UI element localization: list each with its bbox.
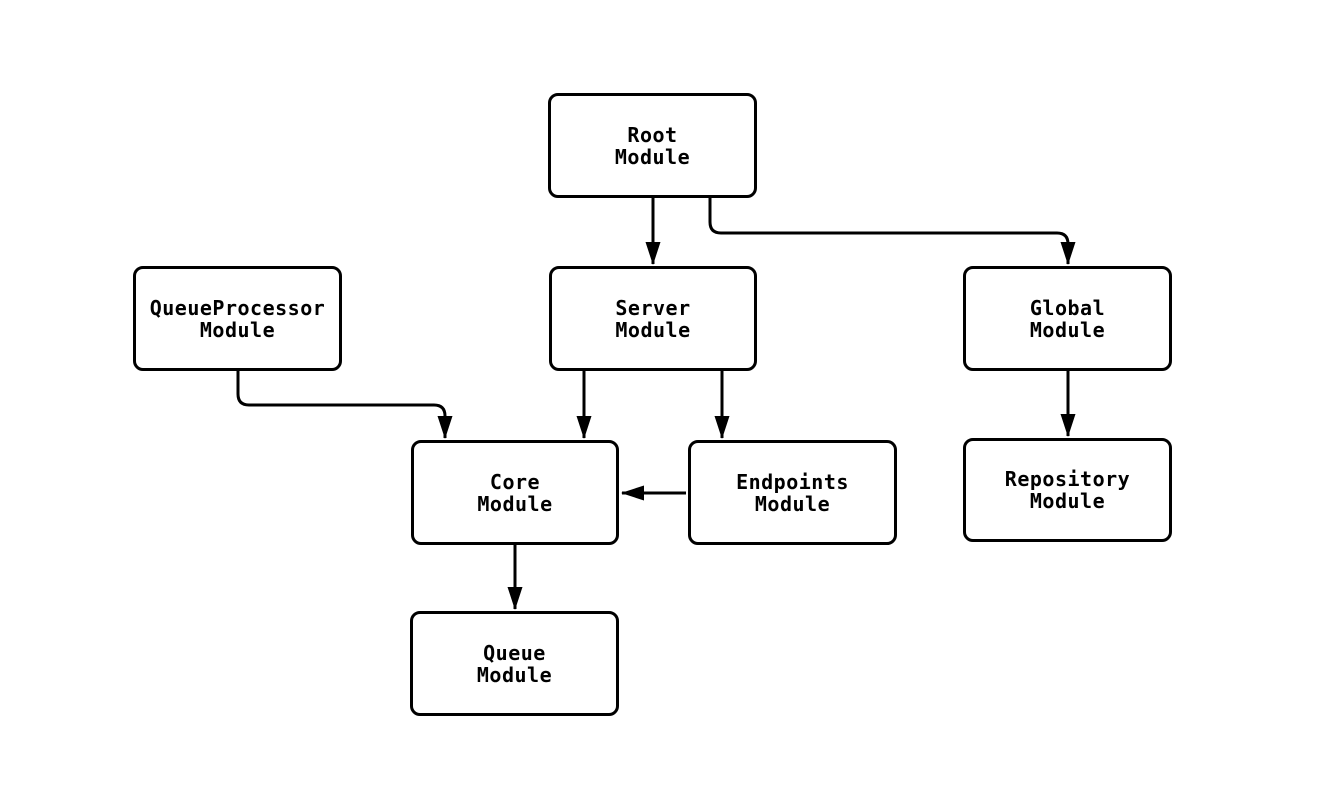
node-label-line: Root xyxy=(627,122,678,147)
node-label-line: Module xyxy=(614,144,691,169)
node-label-line: Module xyxy=(754,491,831,516)
node-label-line: Module xyxy=(477,491,553,516)
node-label-line: Server xyxy=(615,295,691,320)
node-label-line: Global xyxy=(1029,295,1106,320)
node-label-line: Module xyxy=(1029,317,1106,342)
node-label-line: Module xyxy=(615,317,691,342)
node-label-line: Endpoints xyxy=(736,469,849,494)
node-label-line: Repository xyxy=(1004,467,1131,491)
node-label-line: Module xyxy=(199,317,276,342)
node-label-line: QueueProcessor xyxy=(149,295,326,320)
edge-root-to-global xyxy=(708,198,1076,265)
node-label-line: Core xyxy=(489,469,541,494)
node-label-line: Module xyxy=(476,662,553,687)
edge-queueprocessor-to-core xyxy=(236,371,453,439)
node-label-line: Module xyxy=(1029,489,1106,513)
diagram-edges xyxy=(236,198,1076,610)
node-label-line: Queue xyxy=(483,640,546,665)
